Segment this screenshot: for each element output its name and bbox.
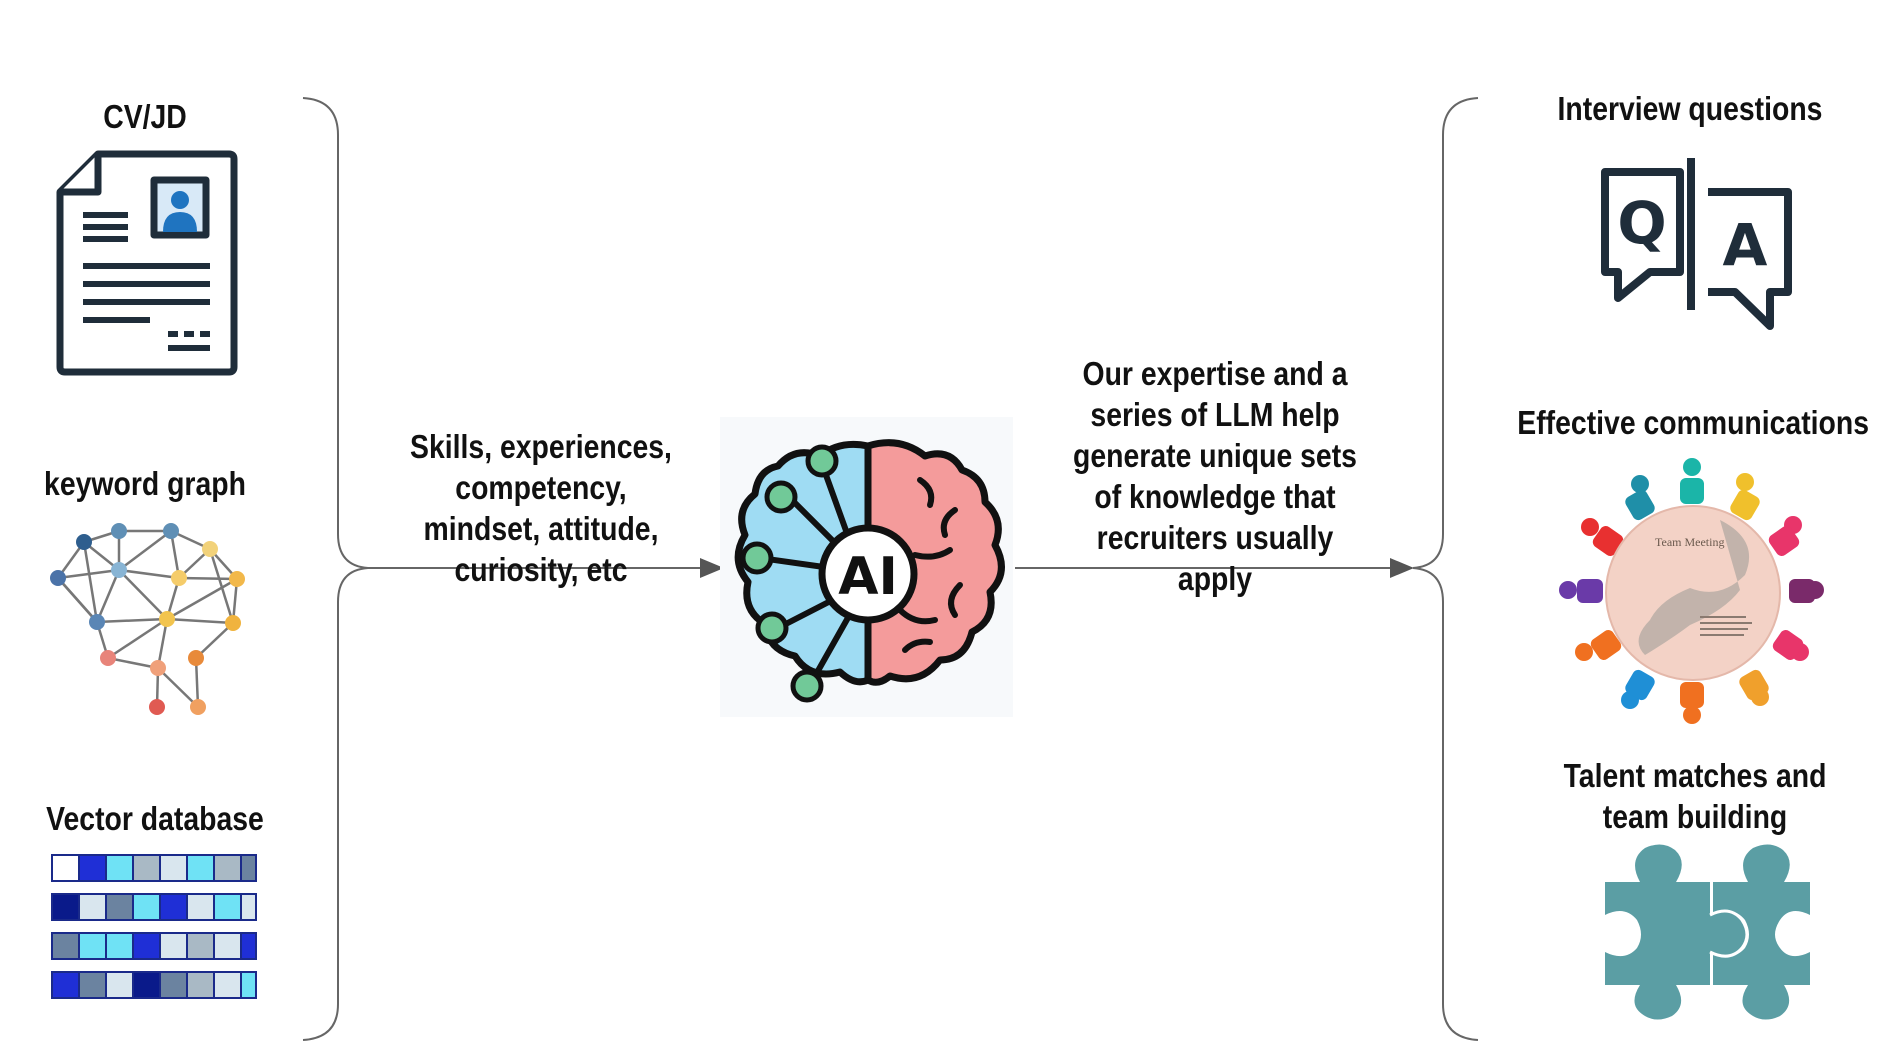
puzzle-icon <box>0 0 1894 1056</box>
